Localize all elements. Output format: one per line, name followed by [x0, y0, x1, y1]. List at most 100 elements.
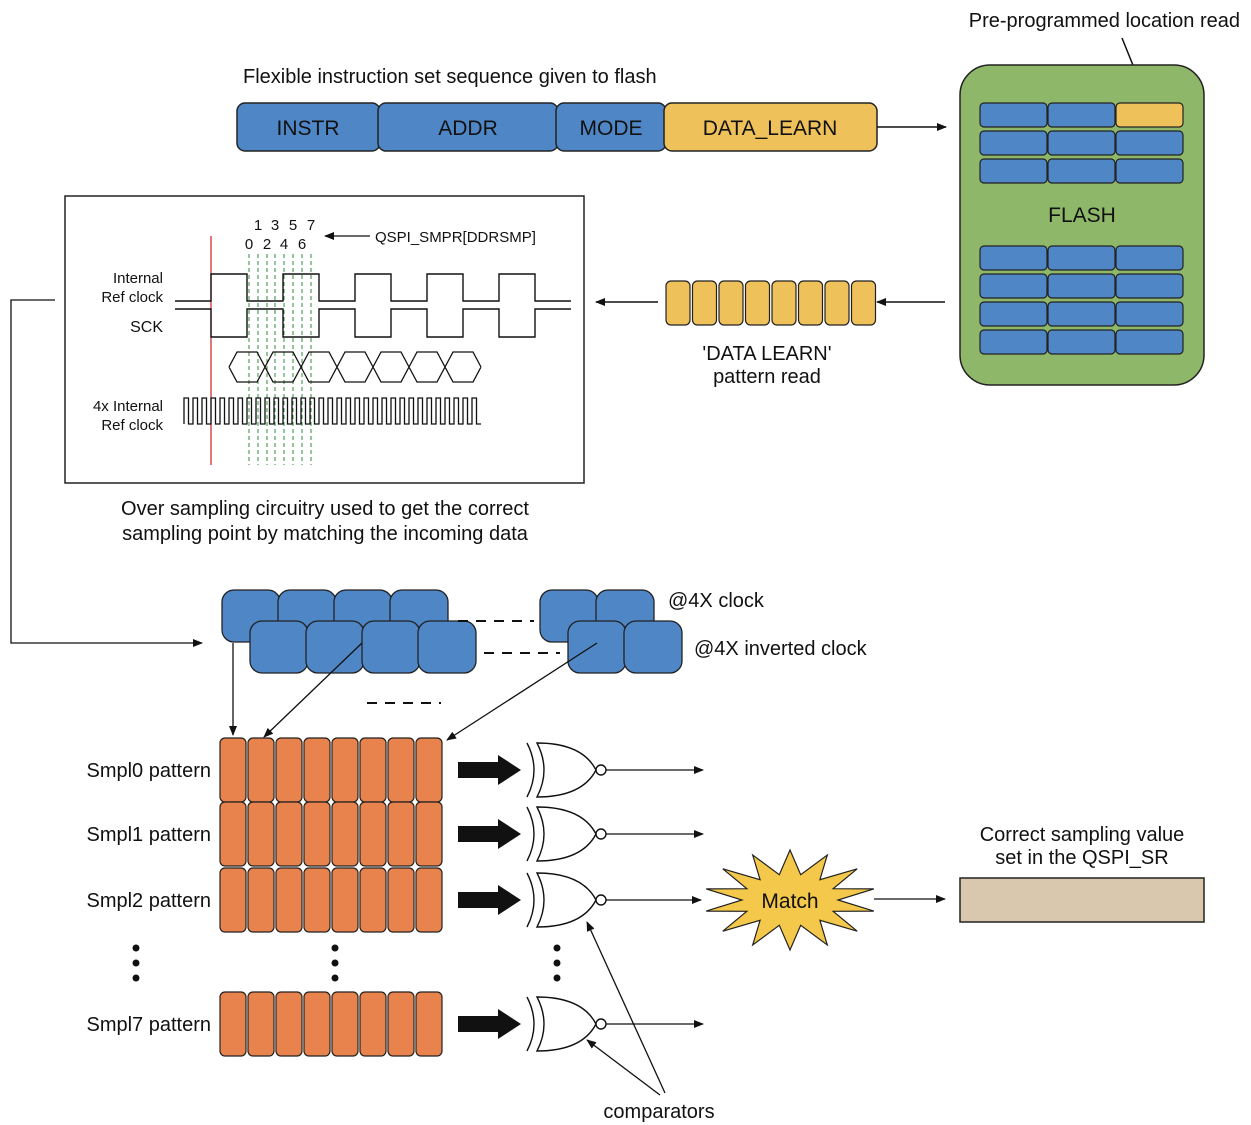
sample-row	[219, 801, 704, 867]
xnor-gate	[535, 996, 597, 1052]
sample-cell	[359, 867, 387, 933]
sample-cell	[275, 991, 303, 1057]
sample-numbers: 1 3 5 7 0 2 4 6	[245, 217, 315, 253]
sampler-flop-4x-inverted	[623, 620, 683, 674]
pattern-cell	[691, 280, 718, 326]
vertical-ellipses	[132, 944, 561, 982]
sample-cell	[331, 991, 359, 1057]
sample-number-3: 3	[271, 217, 279, 234]
sample-cell	[331, 801, 359, 867]
sample-cell	[415, 801, 443, 867]
sample-cell	[387, 801, 415, 867]
smpl7-label: Smpl7 pattern	[86, 1014, 211, 1036]
sample-number-4: 4	[280, 236, 288, 253]
flop-to-pattern-arrow-3	[446, 642, 598, 741]
smpl0-label: Smpl0 pattern	[86, 760, 211, 782]
comparators-arrow-1	[586, 921, 666, 1094]
sampler-flop-4x-inverted	[361, 620, 421, 674]
flash-cell	[1115, 158, 1184, 184]
match-label: Match	[761, 890, 818, 913]
sample-row	[219, 991, 704, 1057]
sample-cell	[247, 867, 275, 933]
mode-label: MODE	[580, 117, 643, 140]
flash-cell	[1115, 301, 1184, 327]
flash-cell	[1047, 102, 1116, 128]
xnor-bubble	[595, 1018, 607, 1030]
pattern-cell	[797, 280, 824, 326]
ellipsis-dot	[331, 944, 339, 952]
qspi-sr-register	[959, 877, 1205, 923]
sample-cell	[415, 991, 443, 1057]
thick-arrow	[458, 819, 521, 849]
sample-row	[219, 867, 702, 933]
xnor-extra-arc	[526, 996, 535, 1052]
flash-cell	[1047, 301, 1116, 327]
sample-cell	[387, 867, 415, 933]
flash-block: FLASH	[959, 64, 1205, 386]
data-learn-label: DATA_LEARN	[703, 117, 838, 140]
sampler-flop-4x-inverted	[417, 620, 477, 674]
smpl1-label: Smpl1 pattern	[86, 824, 211, 846]
sample-cell	[387, 737, 415, 803]
flash-label: FLASH	[1048, 204, 1116, 227]
sample-number-2: 2	[263, 236, 271, 253]
pattern-cell	[665, 280, 691, 326]
sample-number-6: 6	[298, 236, 306, 253]
result-line1: Correct sampling value	[980, 824, 1185, 846]
sample-cell	[303, 801, 331, 867]
sck-waveform	[175, 308, 571, 338]
sample-cell	[247, 801, 275, 867]
sample-cell	[247, 991, 275, 1057]
flash-cell	[1047, 130, 1116, 156]
x4-internal-clock-waveform	[183, 397, 481, 425]
xnor-gate	[535, 742, 597, 798]
pattern-cell	[744, 280, 771, 326]
ellipsis-dot	[553, 959, 561, 967]
sample-rows	[219, 737, 704, 1057]
sample-number-7: 7	[307, 217, 315, 234]
ellipsis-dot	[553, 944, 561, 952]
sample-row	[219, 737, 704, 803]
sample-number-5: 5	[289, 217, 297, 234]
sampler-flops	[221, 589, 683, 674]
flash-cell	[1115, 273, 1184, 299]
sample-cell	[415, 737, 443, 803]
sample-cell	[359, 801, 387, 867]
sample-cell	[387, 991, 415, 1057]
sample-number-0: 0	[245, 236, 253, 253]
sample-cell	[275, 867, 303, 933]
comparators-arrow-2	[586, 1039, 661, 1096]
pattern-read-line2: pattern read	[713, 366, 821, 388]
ellipsis-dot	[132, 944, 140, 952]
sample-cell	[359, 737, 387, 803]
flash-cell	[979, 158, 1048, 184]
match-star	[706, 848, 874, 952]
flash-cell	[979, 130, 1048, 156]
data-eye-waveform	[228, 351, 482, 383]
xnor-extra-arc	[526, 806, 535, 862]
instruction-sequence-bar: INSTR ADDR MODE DATA_LEARN	[236, 102, 878, 152]
data-learn-pattern	[665, 280, 877, 326]
ellipsis-dot	[331, 974, 339, 982]
xnor-gate	[535, 872, 597, 928]
sample-cell	[275, 737, 303, 803]
oversampling-caption-line1: Over sampling circuitry used to get the …	[121, 498, 529, 520]
pattern-cell	[718, 280, 744, 326]
sample-cell	[275, 801, 303, 867]
comparators-label: comparators	[603, 1101, 714, 1123]
thick-arrow	[458, 755, 521, 785]
pattern-cell	[850, 280, 877, 326]
timing-box	[64, 195, 585, 484]
sample-cell	[303, 991, 331, 1057]
sample-cell	[219, 991, 247, 1057]
xnor-bubble	[595, 764, 607, 776]
pattern-read-line1: 'DATA LEARN'	[702, 343, 831, 365]
flash-cell-preprogrammed	[1115, 102, 1184, 128]
xnor-extra-arc	[526, 742, 535, 798]
flash-cell	[1115, 245, 1184, 271]
sample-cell	[331, 867, 359, 933]
sampler-flop-4x-inverted	[305, 620, 365, 674]
sample-cell	[303, 867, 331, 933]
sampler-flop-4x-inverted	[567, 620, 627, 674]
